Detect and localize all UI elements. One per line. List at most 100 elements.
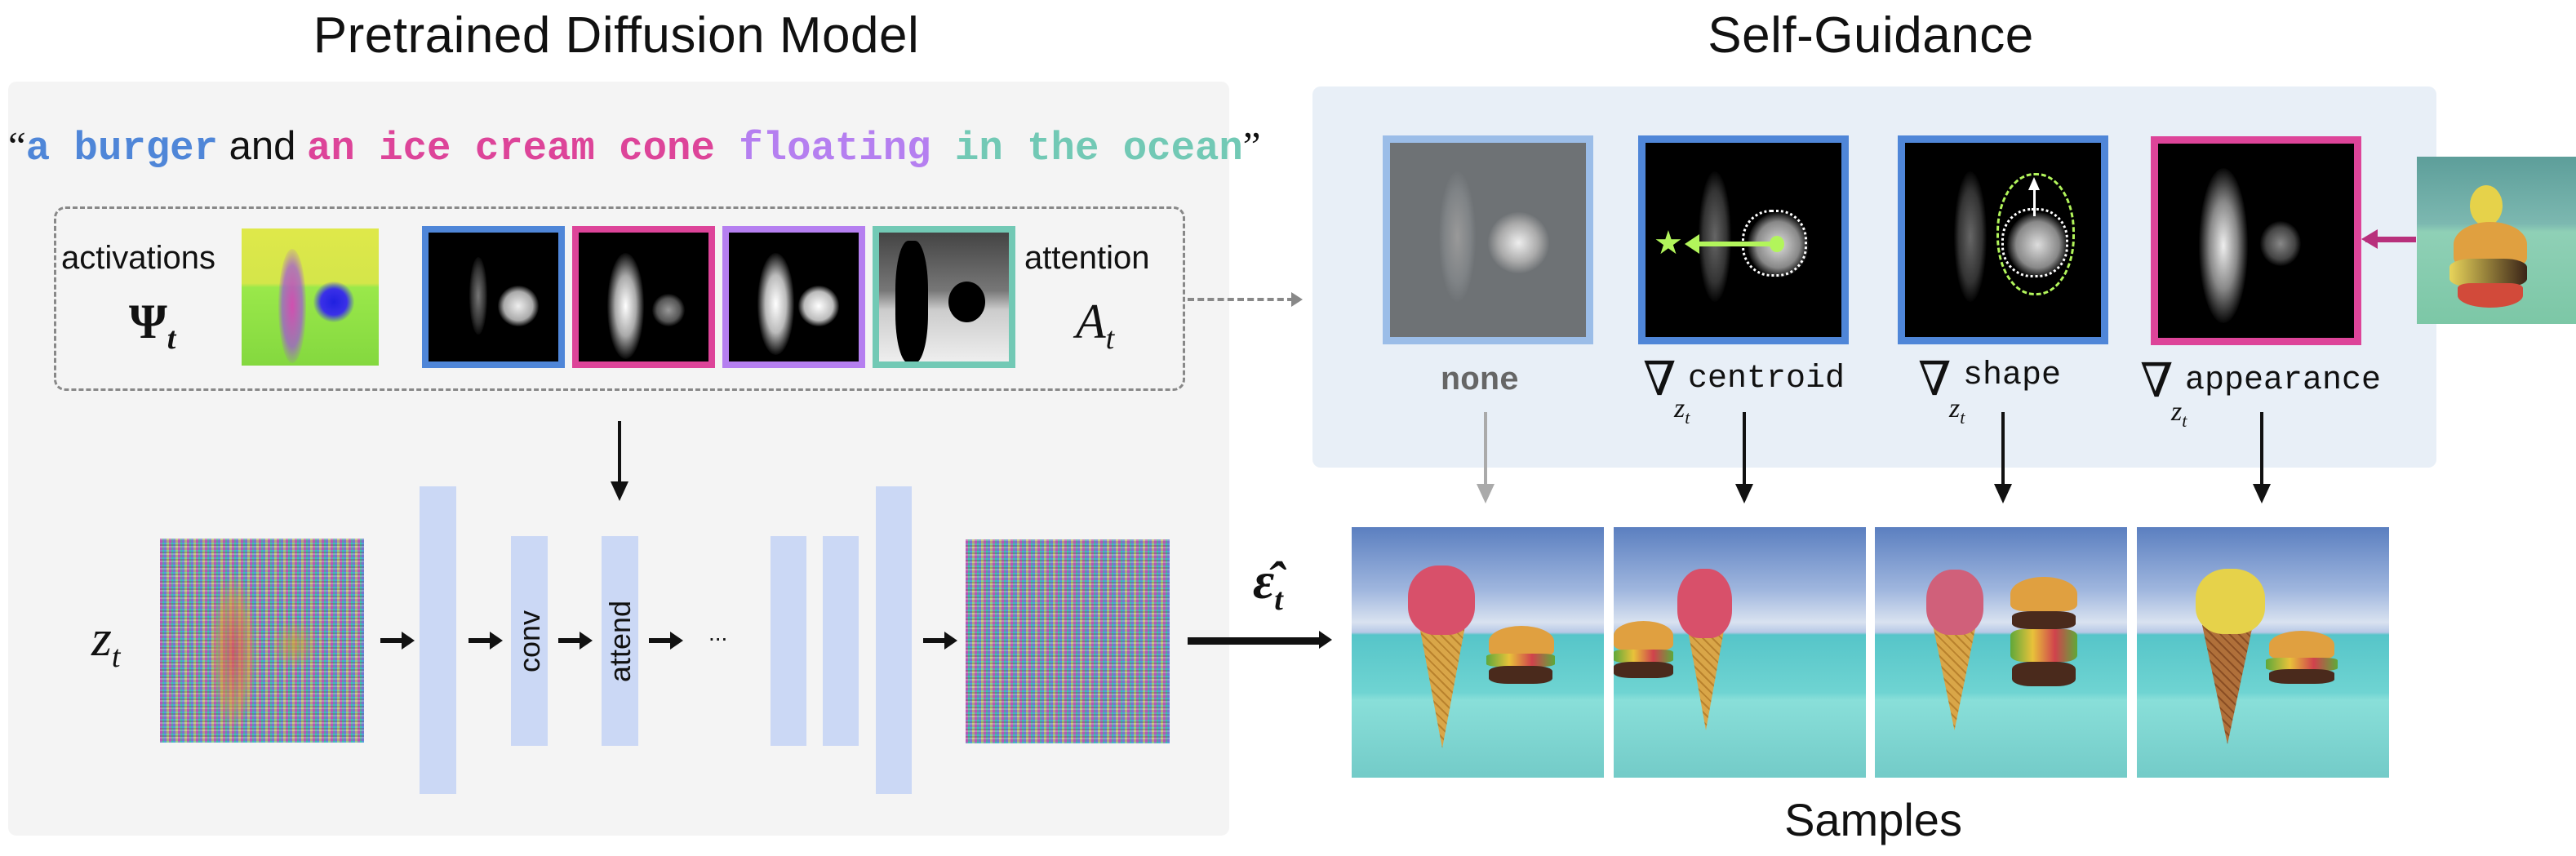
scoop — [2196, 569, 2265, 634]
centroid-term: centroid — [1688, 361, 1845, 397]
activations-label: activations — [61, 240, 215, 276]
dashed-connector-arrowhead — [1291, 292, 1303, 307]
activations-image — [242, 228, 379, 366]
guidance-map-appearance — [2151, 136, 2361, 345]
predicted-noise-image — [966, 539, 1170, 743]
enlarge-arrowhead — [2028, 177, 2040, 190]
attention-blob — [1954, 171, 1987, 302]
appearance-term: appearance — [2185, 362, 2382, 399]
prompt-token-ice-cream: an ice cream cone — [306, 126, 715, 171]
ellipsis: ... — [708, 620, 728, 645]
attend-label: attend — [602, 600, 637, 682]
samples-label: Samples — [1784, 794, 1962, 845]
none-arrow — [1477, 412, 1495, 503]
flow-arrow — [469, 632, 503, 650]
appearance-arrow — [2253, 412, 2271, 503]
z-subscript: t — [111, 639, 121, 674]
enlarge-arrow — [2033, 188, 2036, 216]
burger-patty — [1489, 666, 1552, 684]
attention-blob — [2260, 221, 2301, 266]
reference-bottom — [2458, 283, 2523, 308]
flow-arrow — [558, 632, 593, 650]
attention-map-burger — [422, 226, 565, 368]
burger-veg — [1486, 654, 1555, 667]
epsilon-symbol: ε̂t — [1253, 551, 1283, 618]
conv-layer: conv — [511, 536, 548, 746]
attention-label: attention — [1024, 240, 1150, 276]
burger-patty — [2012, 662, 2076, 686]
unet-layer — [876, 486, 912, 794]
z-subscript: zt — [1674, 393, 1690, 428]
burger-bun — [2010, 577, 2077, 611]
z: z — [1949, 393, 1961, 424]
attention-map-floating — [722, 226, 865, 368]
attention-blob — [948, 282, 985, 322]
attention-blob — [1699, 171, 1731, 302]
burger-bun — [2269, 631, 2334, 659]
activations-symbol: Ψt — [129, 294, 175, 357]
attention-blob — [1439, 171, 1476, 302]
unet-layer — [420, 486, 456, 794]
a-subscript: t — [1105, 322, 1115, 356]
attention-map-ice-cream — [572, 226, 715, 368]
sample-centroid — [1614, 527, 1866, 778]
nabla-symbol: ∇ — [1643, 351, 1677, 406]
reference-patty — [2449, 259, 2527, 287]
prompt-token-burger: a burger — [25, 126, 218, 171]
prompt-token-and: and — [218, 124, 307, 168]
close-quote: ” — [1242, 123, 1261, 168]
nabla-symbol: ∇ — [1918, 351, 1952, 406]
latent-cone-shape — [209, 571, 258, 734]
pretrained-model-title: Pretrained Diffusion Model — [313, 7, 920, 64]
burger-patty — [1614, 662, 1673, 678]
scoop — [1926, 570, 1983, 635]
guidance-map-centroid: ★ — [1638, 135, 1849, 344]
scoop — [1677, 569, 1732, 638]
unet-layer — [823, 536, 859, 746]
burger-bun — [1614, 621, 1673, 650]
z: z — [1674, 393, 1686, 424]
features-box — [54, 206, 1185, 391]
target-shape-outline — [1996, 173, 2075, 295]
sample-appearance — [2137, 527, 2389, 778]
t: t — [2182, 410, 2187, 431]
z-subscript: zt — [2171, 397, 2187, 432]
conv-label: conv — [512, 610, 546, 672]
flow-arrow — [649, 632, 683, 650]
noisy-latent-image — [160, 539, 364, 743]
flow-arrow — [380, 632, 415, 650]
t: t — [1960, 406, 1965, 428]
scoop — [1408, 565, 1475, 635]
burger-veg — [1614, 650, 1673, 663]
activation-blob-burger — [313, 282, 354, 322]
target-star-icon: ★ — [1654, 225, 1683, 261]
burger-patty — [2012, 611, 2076, 629]
burger-bun — [1489, 626, 1554, 657]
psi-symbol: Ψ — [129, 295, 167, 348]
burger-patty — [2269, 669, 2334, 684]
sample-shape — [1875, 527, 2127, 778]
unet-layer — [771, 536, 806, 746]
sample-none — [1352, 527, 1604, 778]
attention-map-ocean — [873, 226, 1015, 368]
cone — [1932, 621, 1977, 730]
attention-blob — [652, 294, 685, 326]
shape-arrow — [1994, 412, 2012, 503]
centroid-arrowhead — [1685, 234, 1699, 254]
appearance-reference-image — [2417, 157, 2576, 324]
self-guidance-title: Self-Guidance — [1708, 7, 2034, 64]
a-symbol: A — [1076, 295, 1106, 348]
output-arrow — [1188, 631, 1332, 649]
nabla-symbol: ∇ — [2140, 353, 2174, 408]
cone — [2202, 625, 2253, 744]
prompt-token-floating: floating — [714, 126, 931, 171]
guidance-map-shape — [1898, 135, 2108, 344]
attention-blob — [895, 241, 928, 361]
attention-blob — [2199, 168, 2248, 323]
appearance-reference-arrow — [2365, 237, 2416, 242]
reference-yellow-scoop — [2470, 185, 2503, 226]
burger-veg — [2266, 658, 2338, 671]
guidance-label-none: none — [1441, 363, 1520, 400]
guidance-map-none — [1383, 135, 1593, 344]
open-quote: “ — [8, 123, 26, 168]
